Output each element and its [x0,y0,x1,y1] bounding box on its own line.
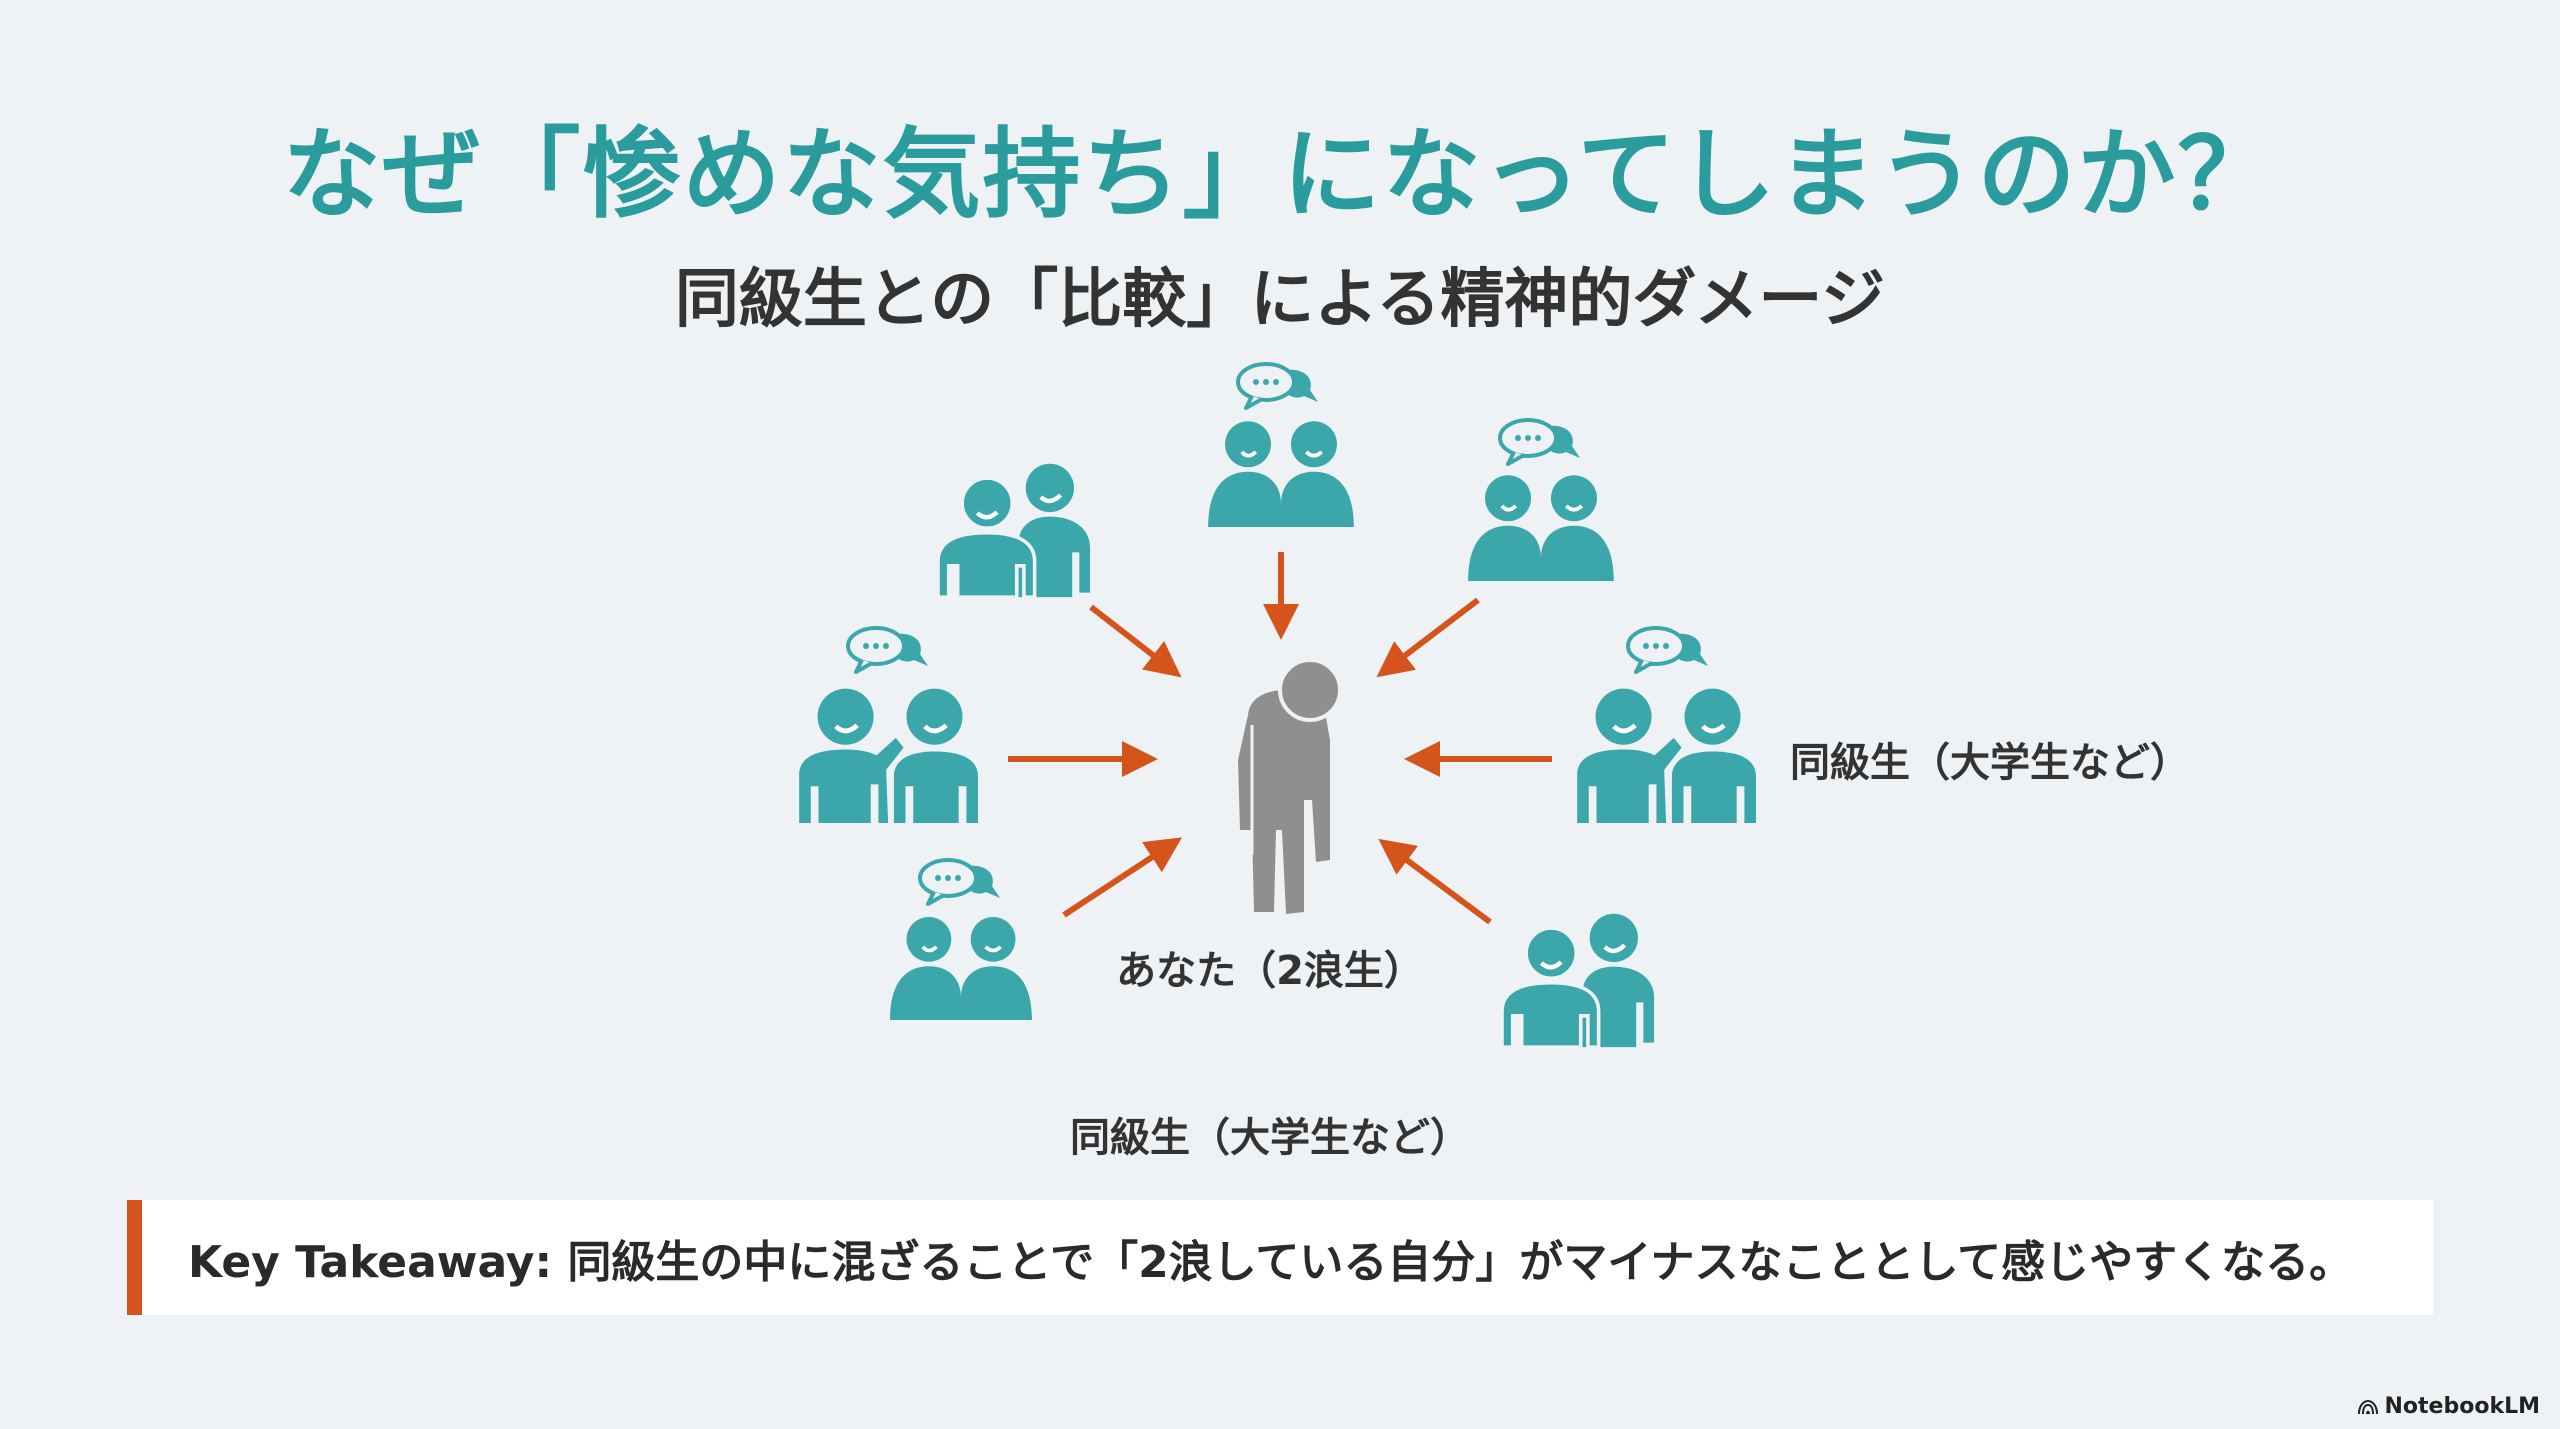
speech-bubble-icon [1626,626,1710,674]
people-pair-icon [1577,689,1756,823]
people-pair-icon [799,689,978,823]
dejected-person-icon [1238,658,1342,914]
people-pair-icon [938,464,1090,597]
notebooklm-logo-icon [2357,1399,2378,1414]
arrow-icon [1376,597,1480,678]
people-pair-icon [1208,421,1354,527]
speech-bubble-icon [1236,362,1320,410]
key-takeaway-text: Key Takeaway: 同級生の中に混ざることで「2浪している自分」がマイナ… [188,1236,2354,1288]
peer-group-right [1577,626,1756,823]
speech-bubble-icon [846,626,930,674]
notebooklm-brand: NotebookLM [2357,1394,2540,1419]
peer-label-bottom: 同級生（大学生など） [1070,1115,1470,1161]
peer-group-top-left [938,464,1090,597]
peer-group-top [1208,362,1354,527]
speech-bubble-icon [918,858,1002,906]
speech-bubble-icon [1498,418,1582,466]
slide-title: なぜ「惨めな気持ち」になってしまうのか？ [282,118,2278,232]
arrow-icon [1089,604,1182,678]
peer-group-bottom-left [890,858,1032,1020]
peer-group-top-right [1468,418,1614,581]
peer-label-right: 同級生（大学生など） [1790,740,2190,786]
arrow-icon [1062,837,1183,918]
brand-label: NotebookLM [2384,1394,2540,1419]
peer-group-bottom-right [1502,914,1654,1047]
center-label: あなた（2浪生） [1116,948,1424,994]
key-takeaway-box: Key Takeaway: 同級生の中に混ざることで「2浪している自分」がマイナ… [127,1200,2433,1315]
slide-subtitle: 同級生との「比較」による精神的ダメージ [674,263,1886,337]
arrows [1008,552,1552,925]
people-pair-icon [1502,914,1654,1047]
people-pair-icon [1468,475,1614,581]
people-pair-icon [890,917,1032,1020]
arrow-icon [1378,838,1492,925]
peer-group-left [799,626,978,823]
